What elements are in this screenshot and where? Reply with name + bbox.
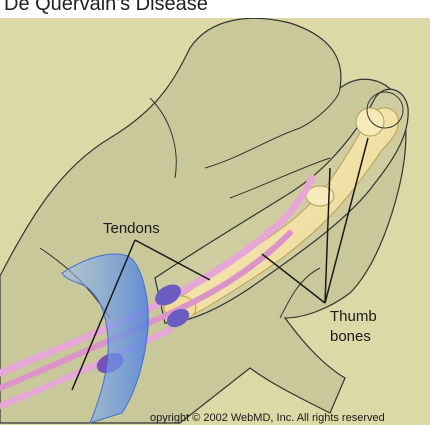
copyright-notice: opyright © 2002 WebMD, Inc. All rights r…	[150, 412, 385, 424]
thumb-bones-label-line1: Thumb	[330, 308, 377, 325]
hand-drawing	[0, 18, 430, 425]
tendons-label: Tendons	[103, 220, 160, 237]
bone-joint	[356, 108, 384, 136]
title-bar: De Quervain's Disease	[0, 0, 430, 18]
thumb-bones-label-line2: bones	[330, 328, 371, 345]
hand-illustration: Tendons Thumb bones opyright © 2002 WebM…	[0, 18, 430, 425]
diagram-title: De Quervain's Disease	[4, 0, 208, 16]
